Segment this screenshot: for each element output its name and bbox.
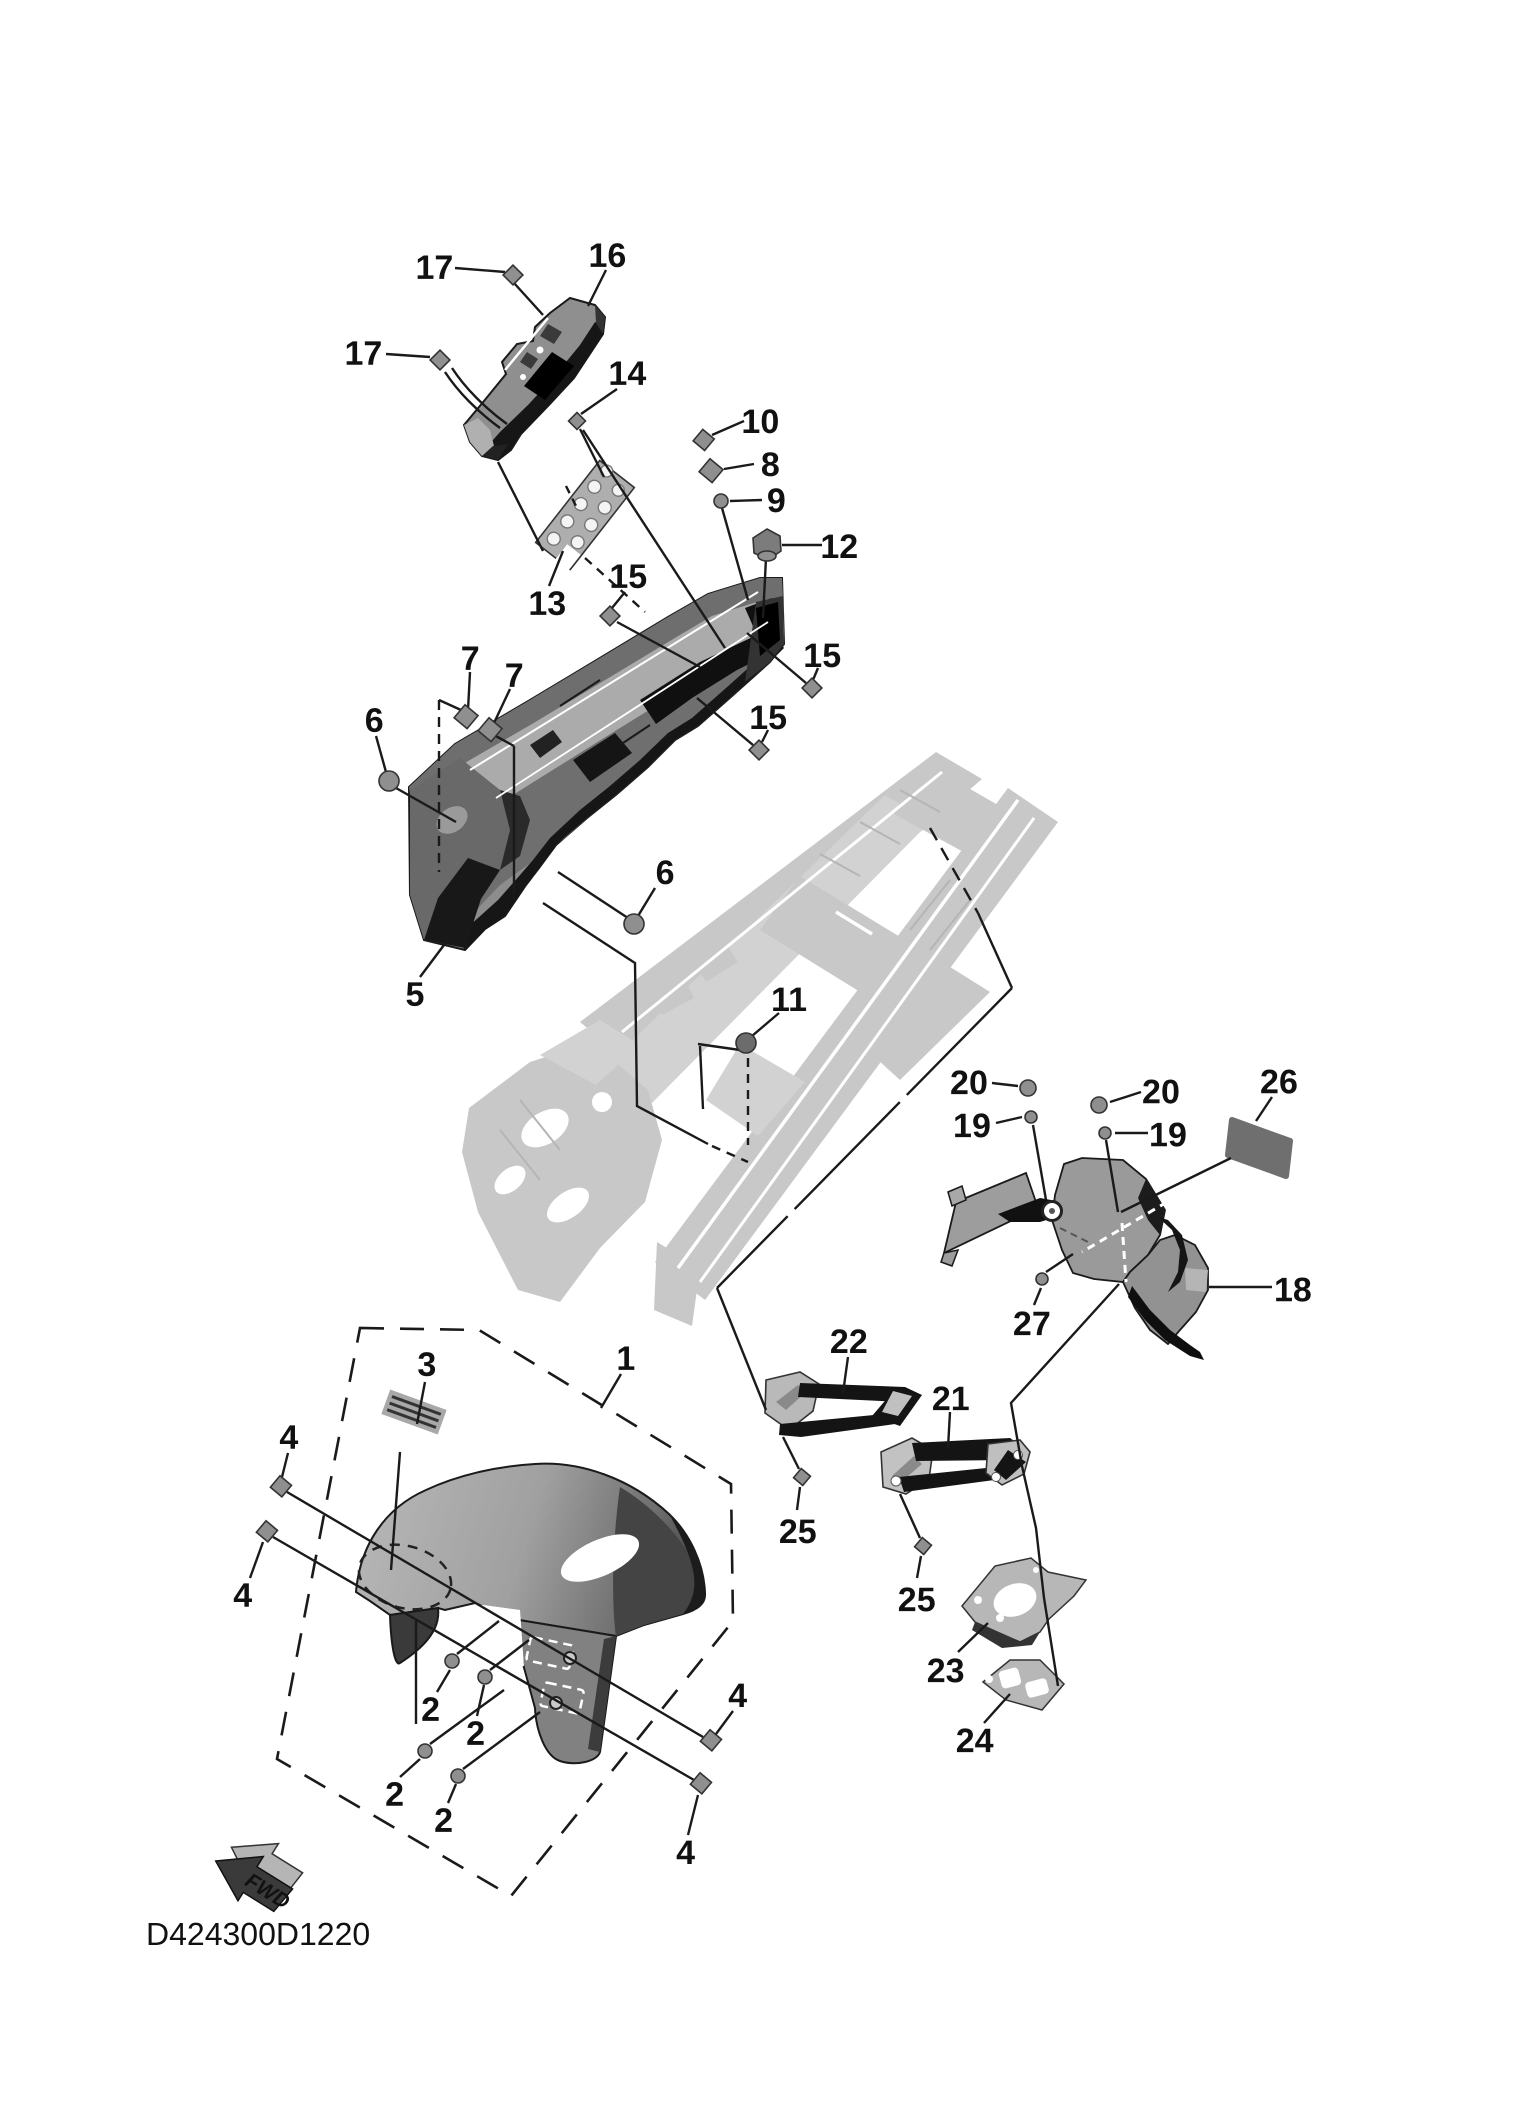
svg-text:6: 6 [656,854,675,892]
svg-text:25: 25 [898,1581,936,1619]
svg-text:15: 15 [803,637,841,675]
svg-text:20: 20 [1142,1073,1180,1111]
svg-text:4: 4 [233,1577,252,1615]
svg-text:24: 24 [956,1722,994,1760]
svg-text:4: 4 [728,1677,747,1715]
svg-text:23: 23 [927,1652,965,1690]
svg-text:21: 21 [932,1380,970,1418]
svg-text:17: 17 [415,249,453,287]
svg-text:9: 9 [767,482,786,520]
svg-text:2: 2 [466,1715,485,1753]
svg-text:3: 3 [417,1346,436,1384]
svg-text:15: 15 [609,558,647,596]
svg-text:2: 2 [421,1691,440,1729]
svg-text:12: 12 [820,528,858,566]
svg-text:26: 26 [1260,1063,1298,1101]
svg-text:19: 19 [953,1107,991,1145]
svg-text:7: 7 [505,657,524,695]
svg-text:7: 7 [461,640,480,678]
svg-text:D424300D1220: D424300D1220 [146,1916,370,1952]
svg-text:25: 25 [779,1513,817,1551]
svg-text:27: 27 [1013,1305,1051,1343]
svg-text:14: 14 [608,355,646,393]
svg-text:2: 2 [434,1802,453,1840]
svg-text:2: 2 [385,1776,404,1814]
svg-text:10: 10 [741,403,779,441]
svg-text:4: 4 [676,1834,695,1872]
svg-text:19: 19 [1149,1116,1187,1154]
svg-text:5: 5 [406,976,425,1014]
svg-text:22: 22 [830,1323,868,1361]
svg-text:17: 17 [344,335,382,373]
svg-text:4: 4 [279,1419,298,1457]
svg-text:16: 16 [588,237,626,275]
svg-text:8: 8 [761,446,780,484]
svg-text:1: 1 [616,1340,635,1378]
svg-text:11: 11 [771,981,807,1019]
svg-text:18: 18 [1274,1271,1312,1309]
svg-text:6: 6 [365,702,384,740]
svg-text:15: 15 [749,699,787,737]
svg-text:20: 20 [950,1064,988,1102]
svg-text:13: 13 [528,585,566,623]
